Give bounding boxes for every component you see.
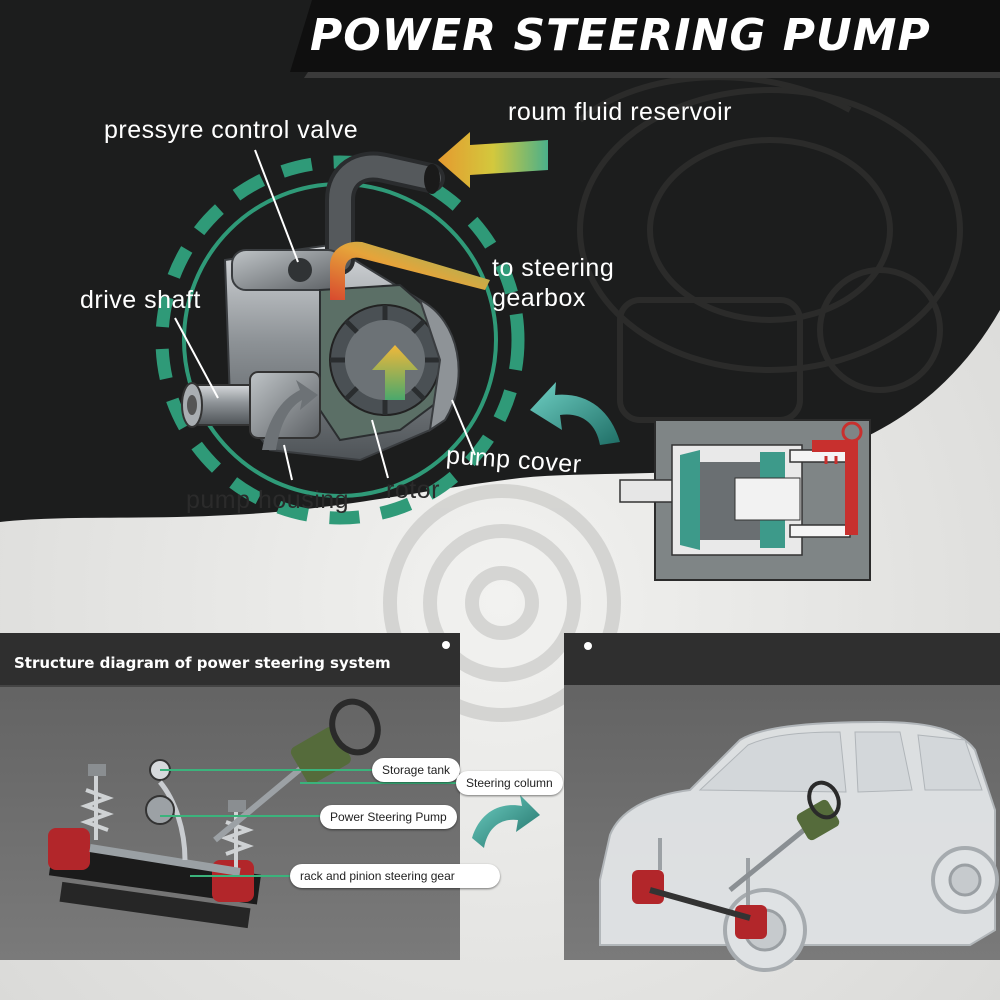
pill-rack-pinion-gear: rack and pinion steering gear	[290, 864, 500, 888]
teal-curved-arrow	[530, 382, 620, 445]
label-rotor: rotor	[386, 476, 440, 504]
pump-cross-section-schematic	[619, 419, 871, 581]
label-pump-housing: pump housing	[186, 486, 350, 514]
title-bar-shadow	[304, 72, 1000, 78]
chassis-illustration	[48, 698, 381, 929]
panel-transition-arrow	[472, 795, 540, 848]
page-title: POWER STEERING PUMP	[310, 10, 931, 61]
title-bar	[290, 0, 1000, 72]
structure-panel-header: Structure diagram of power steering syst…	[14, 654, 391, 672]
label-fluid-reservoir: roum fluid reservoir	[508, 98, 732, 126]
component-connector-lines	[160, 769, 460, 877]
label-to-steering: to steering	[492, 254, 615, 282]
label-pressure-control-valve: pressyre control valve	[104, 116, 359, 144]
pill-storage-tank: Storage tank	[372, 758, 461, 782]
label-drive-shaft: drive shaft	[80, 286, 201, 314]
leader-lines	[174, 149, 476, 481]
reservoir-inflow-arrow	[438, 132, 548, 188]
outer-dashed-ring	[155, 155, 525, 525]
watermark-target	[383, 484, 621, 722]
pill-steering-column: Steering column	[456, 771, 563, 795]
pill-power-steering-pump: Power Steering Pump	[320, 805, 457, 829]
pump-cutaway-illustration	[181, 151, 490, 462]
label-gearbox: gearbox	[492, 284, 586, 312]
vehicle-illustration	[599, 720, 999, 972]
